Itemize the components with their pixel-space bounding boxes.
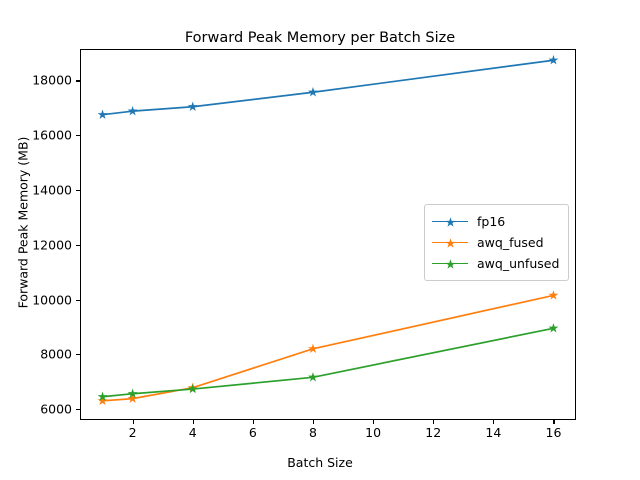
x-tick-label: 8 [308,425,317,440]
y-tick-label: 6000 [40,401,72,417]
y-tick-mark [76,354,80,356]
star-marker-icon [445,237,456,248]
y-tick-label: 10000 [32,292,72,308]
legend-label: awq_fused [477,235,544,250]
legend-label: fp16 [477,214,506,229]
x-tick-mark [373,420,375,424]
x-tick-label: 16 [545,425,562,440]
legend: fp16 awq_fused awq_unfused [424,204,570,281]
data-point-marker [308,87,318,97]
y-tick-label: 16000 [32,127,72,143]
x-tick-label: 2 [128,425,137,440]
series-fp16 [97,55,559,119]
legend-swatch [432,215,468,229]
legend-swatch [432,236,468,250]
series-line [102,294,554,402]
data-point-marker [548,55,559,65]
star-marker-icon [445,258,456,269]
series-line [102,59,554,116]
x-tick-mark [252,420,254,424]
star-marker-icon [445,216,456,227]
y-tick-mark [76,190,80,192]
x-tick-label: 4 [188,425,197,440]
series-awq_unfused [97,323,559,401]
x-tick-label: 14 [485,425,502,440]
y-tick-label: 14000 [32,182,72,198]
x-tick-mark [493,420,495,424]
data-point-marker [548,290,559,300]
data-point-marker [97,395,108,406]
legend-label: awq_unfused [477,256,560,271]
plot-area [80,49,576,420]
x-tick-label: 6 [248,425,257,440]
x-tick-label: 12 [425,425,442,440]
y-tick-mark [76,409,80,411]
data-point-marker [97,391,108,401]
x-tick-mark [192,420,194,424]
chart-title: Forward Peak Memory per Batch Size [184,30,456,46]
x-tick-label: 10 [365,425,382,440]
y-axis-tick-labels: 6000 8000 10000 12000 14000 16000 18000 [0,0,72,480]
data-point-marker [127,388,138,398]
data-point-marker [308,343,318,354]
data-point-marker [548,323,559,333]
y-tick-mark [76,80,80,82]
x-tick-mark [312,420,315,424]
series-awq_fused [97,290,559,406]
legend-swatch [432,257,468,271]
x-tick-mark [433,420,435,424]
legend-item-fp16[interactable]: fp16 [432,211,559,232]
x-tick-mark [553,420,555,424]
x-tick-mark [132,420,134,424]
y-tick-mark [76,299,80,301]
data-point-marker [97,109,108,119]
data-point-marker [187,383,198,394]
y-tick-label: 18000 [32,72,72,88]
y-tick-mark [76,244,80,246]
legend-item-awq_fused[interactable]: awq_fused [432,232,559,253]
y-tick-label: 8000 [40,346,72,362]
y-tick-label: 12000 [32,237,72,253]
x-axis-label: Batch Size [287,455,353,470]
series-line [102,327,554,398]
legend-item-awq_unfused[interactable]: awq_unfused [432,253,559,274]
data-point-marker [127,393,138,403]
y-axis-label: Forward Peak Memory (MB) [15,136,31,309]
data-point-marker [187,101,198,111]
y-tick-mark [76,135,80,137]
data-point-marker [308,372,318,382]
data-point-marker [127,105,138,116]
